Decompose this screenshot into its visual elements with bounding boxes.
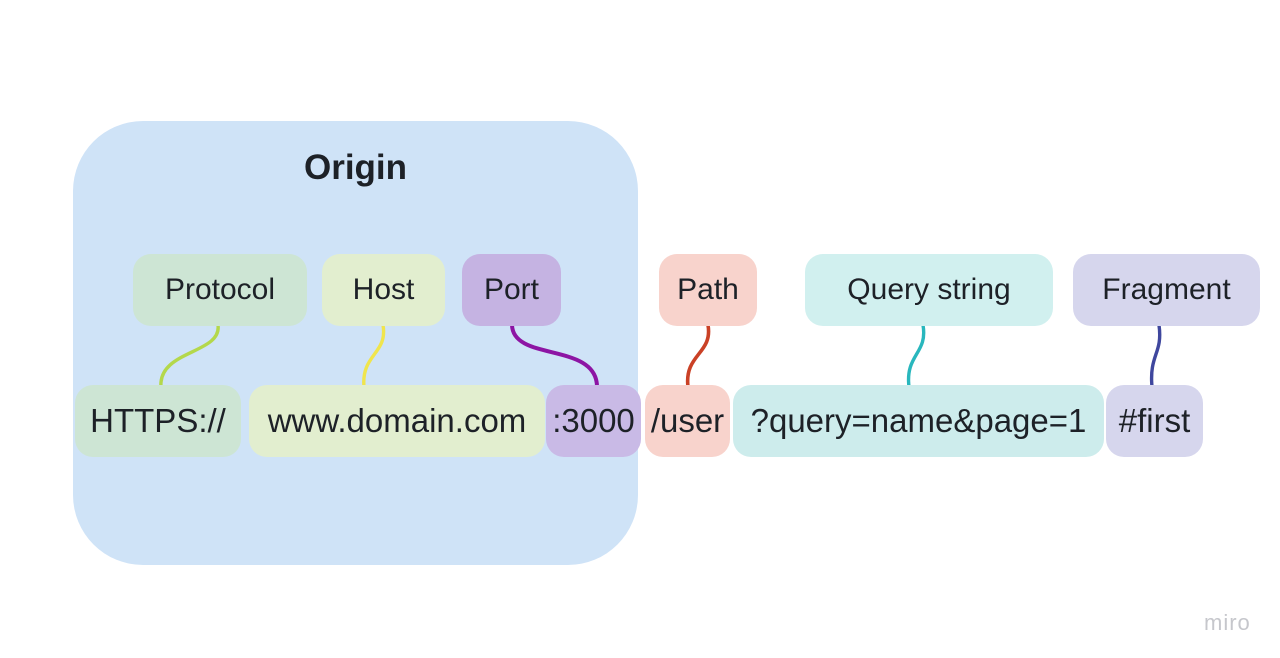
fragment-connector[interactable] [1149, 323, 1162, 389]
query-string-url-segment[interactable]: ?query=name&page=1 [733, 385, 1104, 457]
port-url-segment[interactable]: :3000 [546, 385, 641, 457]
protocol-url-segment[interactable]: HTTPS:// [75, 385, 241, 457]
host-connector[interactable] [362, 323, 386, 389]
port-connector[interactable] [510, 323, 599, 389]
port-label-shape[interactable]: Port [462, 254, 561, 326]
protocol-label-shape[interactable]: Protocol [133, 254, 307, 326]
fragment-url-segment[interactable]: #first [1106, 385, 1203, 457]
path-url-segment[interactable]: /user [645, 385, 730, 457]
path-label-shape[interactable]: Path [659, 254, 757, 326]
origin-group-title[interactable]: Origin [303, 148, 408, 187]
fragment-label-shape[interactable]: Fragment [1073, 254, 1260, 326]
query-connector[interactable] [906, 323, 926, 389]
miro-watermark: miro [1204, 610, 1251, 635]
query-string-label-shape[interactable]: Query string [805, 254, 1053, 326]
path-connector[interactable] [685, 323, 711, 389]
host-label-shape[interactable]: Host [322, 254, 445, 326]
protocol-connector[interactable] [159, 323, 220, 389]
host-url-segment[interactable]: www.domain.com [249, 385, 545, 457]
origin-group-box[interactable] [73, 121, 638, 565]
